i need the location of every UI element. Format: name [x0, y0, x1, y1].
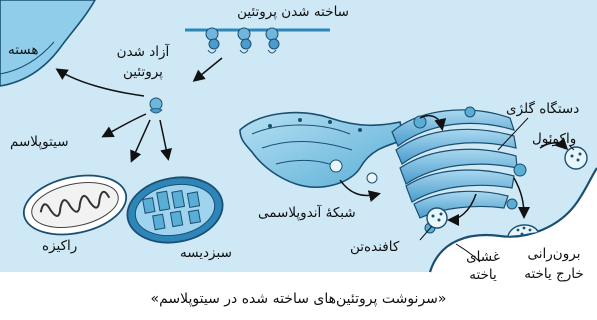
released-protein: [150, 98, 162, 113]
label-membrane: غشای یاخته: [456, 248, 510, 284]
label-protein-synthesis: ساخته شدن پروتئین: [237, 4, 349, 20]
label-mitochondrion: راکیزه: [42, 238, 77, 254]
label-exocytosis: برون‌رانی خارج یاخته: [512, 244, 596, 284]
label-er: شبکهٔ آندوپلاسمی: [258, 205, 356, 221]
label-cytoplasm: سیتوپلاسم: [10, 134, 69, 150]
lysosome: [427, 208, 447, 228]
label-nucleus: هسته: [8, 42, 38, 58]
label-chloroplast: سبزدیسه: [180, 245, 232, 261]
cell-illustration: [0, 0, 597, 290]
figure-caption: «سرنوشت پروتئین‌های ساخته شده در سیتوپلا…: [0, 291, 597, 307]
label-vacuole: واکوئول: [532, 131, 576, 147]
label-golgi: دستگاه گلژی: [506, 101, 579, 117]
vacuole: [565, 147, 587, 169]
label-protein-release: آزاد شدن پروتئین: [100, 42, 186, 82]
label-lysosome: کافنده‌تن: [350, 239, 399, 255]
